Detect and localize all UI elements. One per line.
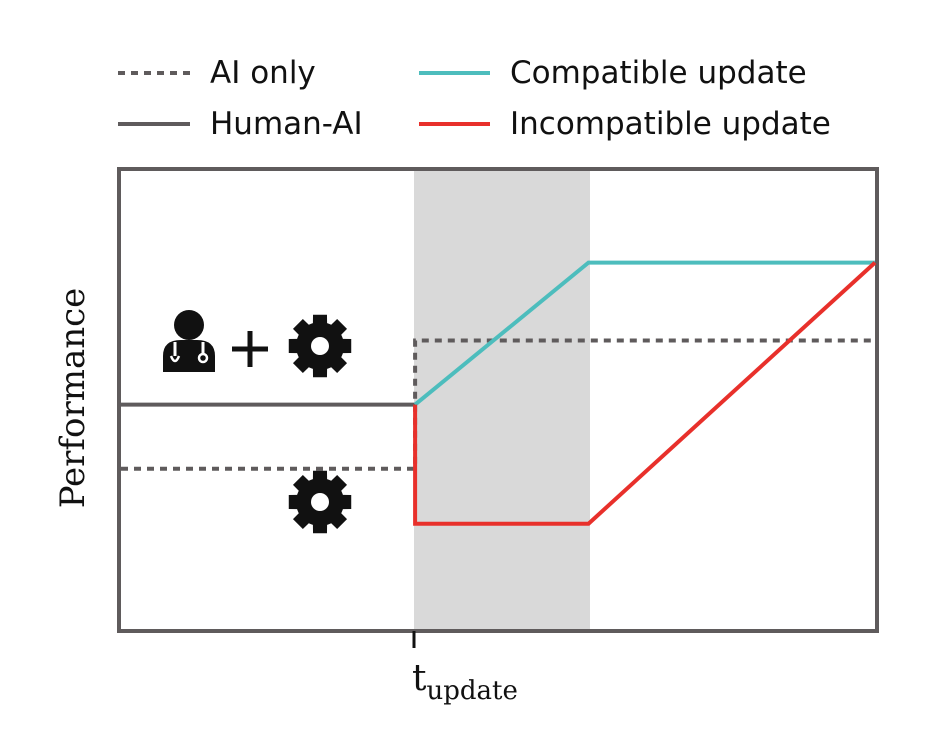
legend-label-human-ai: Human-AI — [210, 106, 363, 142]
human-ai-team-icon-group — [163, 310, 352, 378]
legend-label-incompatible: Incompatible update — [510, 106, 831, 142]
x-tick-label-sub: update — [426, 676, 517, 706]
x-tick-label-main: t — [412, 658, 427, 699]
legend: AI only Human-AI Compatible update Incom… — [118, 55, 831, 142]
update-window-band — [414, 170, 590, 631]
plot-frame — [117, 167, 879, 633]
y-axis-label: Performance — [53, 288, 93, 509]
ai-only-gear-icon — [288, 470, 352, 534]
legend-label-ai-only: AI only — [210, 55, 316, 91]
doctor-icon — [163, 310, 215, 372]
series-line-ai-only — [121, 338, 875, 471]
series-line-compatible-update — [413, 260, 875, 407]
legend-label-compatible: Compatible update — [510, 55, 807, 91]
gear-icon — [288, 314, 352, 378]
series-layer — [121, 260, 877, 526]
plus-icon — [232, 331, 268, 367]
series-line-incompatible-update — [413, 261, 877, 526]
x-tick-label: tupdate — [412, 658, 518, 706]
